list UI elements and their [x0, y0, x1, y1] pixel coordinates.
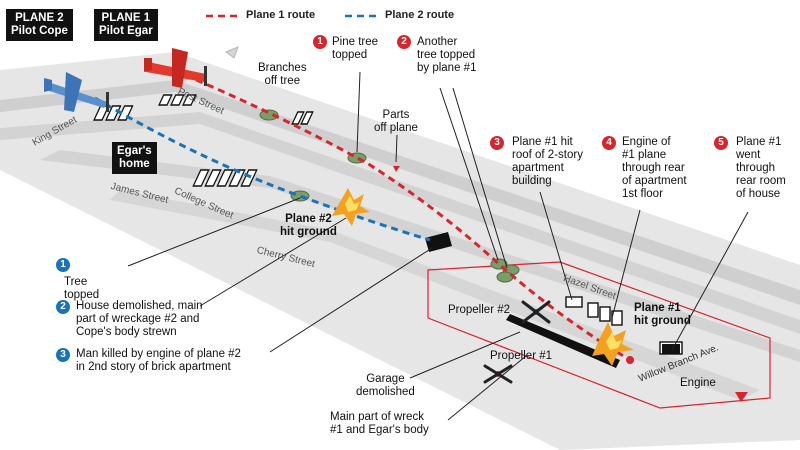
- red-callout-3-text: Plane #1 hit roof of 2-story apartment b…: [512, 136, 583, 187]
- annotation-garage: Garage demolished: [356, 373, 415, 398]
- plane1-impact-dot: [626, 356, 634, 364]
- blue-callout-1-text: Tree topped: [64, 276, 100, 301]
- brick-apartment: [425, 232, 452, 252]
- parts-marker: [393, 166, 400, 172]
- buildings: [93, 94, 683, 355]
- annotation-plane1-ground: Plane #1 hit ground: [634, 302, 691, 327]
- blue-callout-1-badge: 1: [56, 258, 70, 272]
- plane2-route-line: [94, 96, 431, 242]
- red-callout-3-badge: 3: [490, 136, 504, 150]
- blue-callout-3-text: Man killed by engine of plane #2 in 2nd …: [76, 348, 241, 373]
- red-callout-2-text: Another tree topped by plane #1: [417, 36, 477, 74]
- red-callout-4-text: Engine of #1 plane through rear of apart…: [622, 136, 687, 200]
- propeller-icons: [483, 300, 551, 384]
- north-arrow: [735, 392, 748, 402]
- blue-callout-3-badge: 3: [56, 348, 70, 362]
- plane2-pilot-tag: PLANE 2 Pilot Cope: [6, 9, 73, 41]
- house-block: [662, 344, 680, 354]
- explosion-icons: [332, 188, 634, 366]
- red-callout-1-badge: 1: [313, 35, 327, 49]
- legend-plane2-label: Plane 2 route: [385, 9, 455, 21]
- blue-callout-2-text: House demolished, main part of wreckage …: [76, 300, 203, 338]
- plane1-route-line: [184, 73, 631, 362]
- street-band: [0, 80, 800, 305]
- plane2-icon: [44, 72, 109, 112]
- annotation-engine: Engine: [680, 377, 716, 389]
- leader-lines: [127, 71, 749, 421]
- annotation-propeller1: Propeller #1: [490, 350, 553, 362]
- plane1-icon: [144, 48, 207, 88]
- blue-callout-2-badge: 2: [56, 300, 70, 314]
- annotation-branches: Branches off tree: [258, 62, 307, 87]
- annotation-parts: Parts off plane: [374, 109, 418, 134]
- annotation-plane2-ground: Plane #2 hit ground: [280, 213, 337, 238]
- red-callout-2-badge: 2: [397, 35, 411, 49]
- street-band: [110, 190, 760, 400]
- red-callout-4-badge: 4: [602, 136, 616, 150]
- annotation-wreck1: Main part of wreck #1 and Egar's body: [330, 411, 429, 436]
- annotation-propeller2: Propeller #2: [448, 304, 511, 316]
- map-arrow-icon: [225, 46, 239, 59]
- legend-plane1-label: Plane 1 route: [246, 9, 316, 21]
- red-callout-5-badge: 5: [714, 136, 728, 150]
- red-callout-5-text: Plane #1 went through rear room of house: [736, 136, 786, 200]
- plane1-pilot-tag: PLANE 1 Pilot Egar: [94, 9, 158, 41]
- egars-home-tag: Egar's home: [112, 142, 157, 174]
- red-callout-1-text: Pine tree topped: [332, 36, 379, 61]
- garage-block: [506, 314, 620, 368]
